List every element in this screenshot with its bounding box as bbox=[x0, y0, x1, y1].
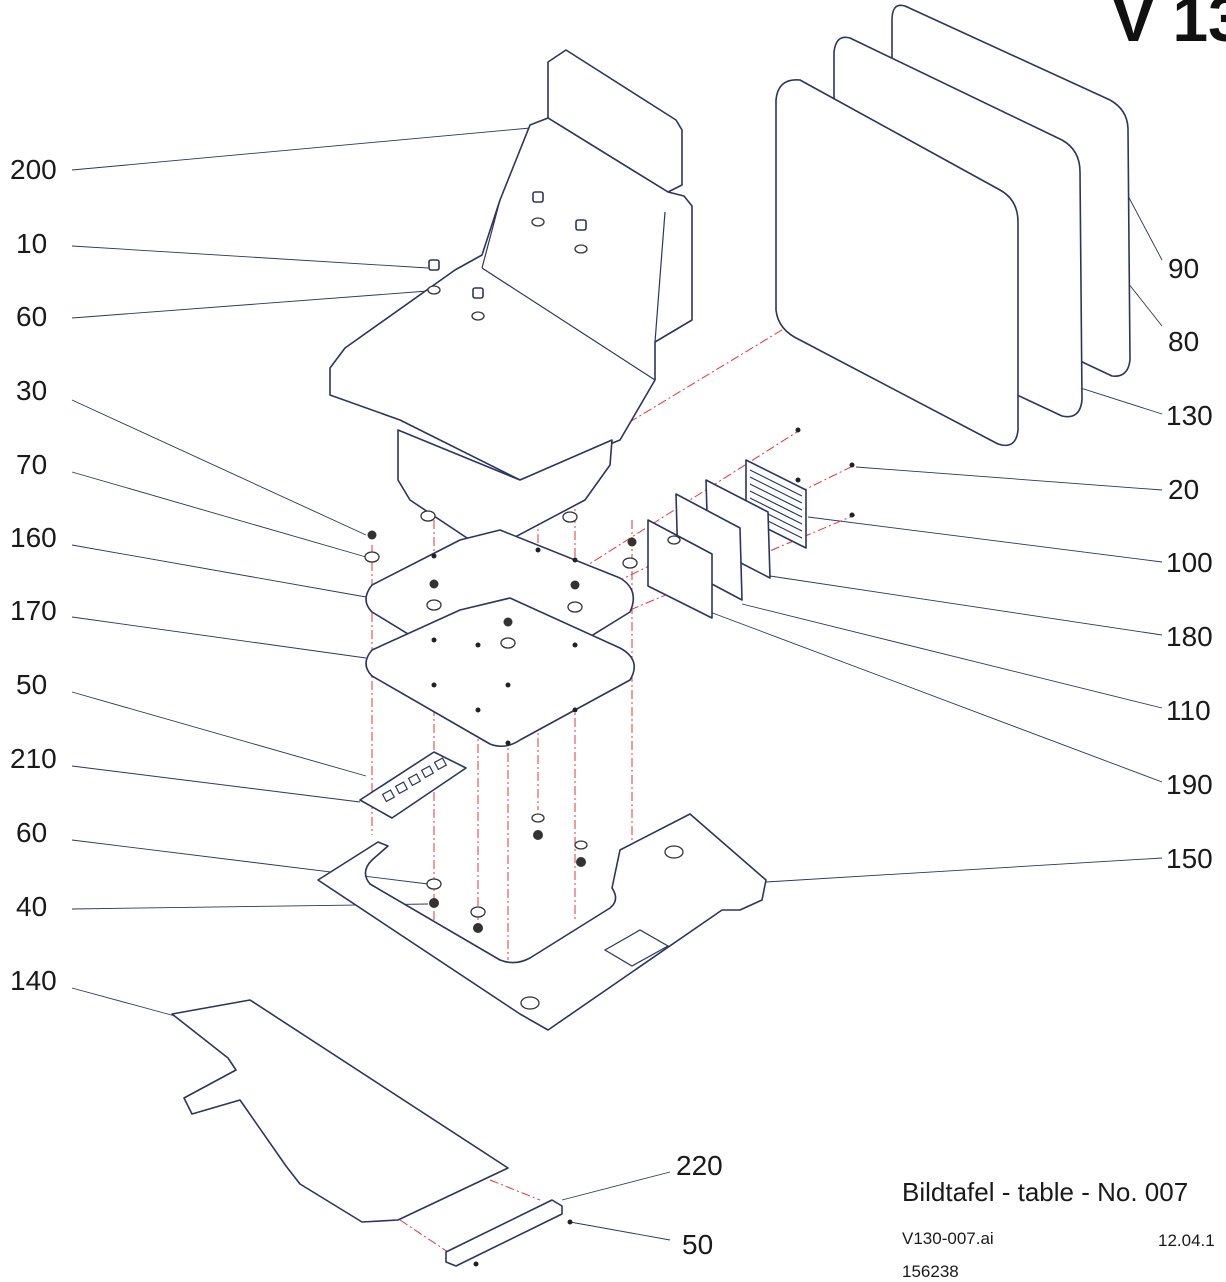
callout-130: 130 bbox=[1166, 400, 1213, 431]
vent-assembly bbox=[647, 427, 855, 619]
callout-140: 140 bbox=[10, 965, 57, 996]
callout-40: 40 bbox=[16, 891, 48, 922]
callout-110: 110 bbox=[1166, 695, 1211, 726]
callout-180: 180 bbox=[1166, 621, 1213, 652]
file-name: V130-007.ai bbox=[902, 1229, 994, 1248]
plate-170 bbox=[365, 597, 636, 748]
callout-220: 220 bbox=[676, 1150, 723, 1181]
callout-50-left: 50 bbox=[16, 669, 48, 700]
callout-20: 20 bbox=[1168, 474, 1200, 505]
mounting-plates bbox=[364, 510, 638, 748]
drawing-date: 12.04.1 bbox=[1158, 1231, 1215, 1250]
callout-70: 70 bbox=[16, 449, 48, 480]
bracket bbox=[445, 1199, 573, 1267]
floor-mat bbox=[171, 999, 509, 1223]
floor-plate bbox=[317, 813, 767, 1031]
vent-housing bbox=[647, 519, 713, 619]
seat-screws bbox=[427, 191, 588, 321]
callout-100: 100 bbox=[1166, 547, 1213, 578]
callout-10: 10 bbox=[16, 228, 48, 259]
callout-210: 210 bbox=[10, 743, 57, 774]
seat bbox=[329, 49, 693, 546]
window-assembly bbox=[775, 4, 1131, 447]
callout-50-bracket: 50 bbox=[682, 1229, 714, 1260]
callout-170: 170 bbox=[10, 595, 57, 626]
callout-60-lower: 60 bbox=[16, 817, 48, 848]
callout-200: 200 bbox=[10, 154, 57, 185]
switch-panel bbox=[359, 751, 467, 819]
callout-150: 150 bbox=[1166, 843, 1213, 874]
callout-80: 80 bbox=[1168, 326, 1200, 357]
callout-90: 90 bbox=[1168, 253, 1200, 284]
floor-mat-body bbox=[171, 999, 509, 1223]
callout-60-upper: 60 bbox=[16, 301, 48, 332]
bracket-body bbox=[445, 1199, 563, 1267]
drawing-number: 156238 bbox=[902, 1262, 959, 1281]
callout-30: 30 bbox=[16, 375, 48, 406]
callout-190: 190 bbox=[1166, 769, 1213, 800]
floor-plate-body bbox=[317, 813, 767, 1031]
window-glass bbox=[775, 79, 1019, 447]
seat-base bbox=[397, 429, 613, 546]
table-caption: Bildtafel - table - No. 007 bbox=[902, 1177, 1189, 1207]
model-title: V 13 bbox=[1112, 0, 1226, 55]
callout-160: 160 bbox=[10, 522, 57, 553]
